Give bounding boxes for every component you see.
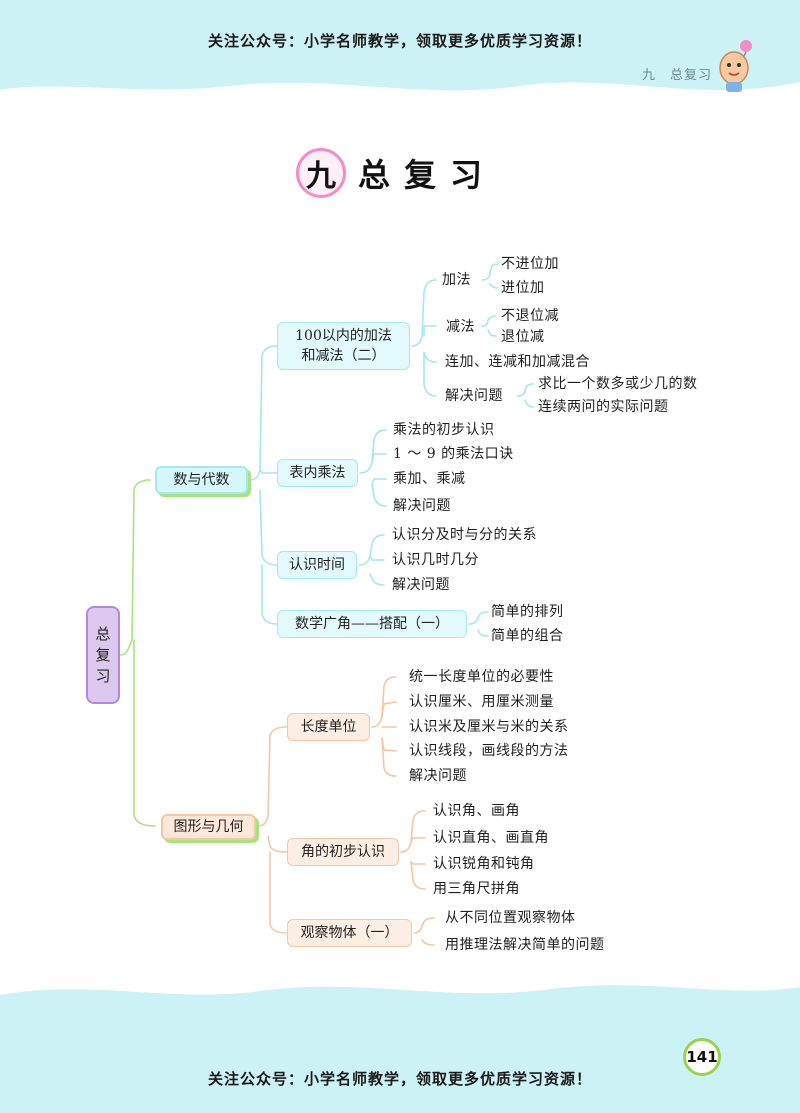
chapter-title: 总复习 [358, 156, 497, 194]
leaf-time-item: 认识几时几分 [392, 552, 479, 568]
leaf-multiplication-item: 乘法的初步认识 [393, 422, 495, 438]
footer-band [0, 985, 800, 1113]
root-char-3: 习 [95, 666, 111, 685]
leaf-angles-item: 认识直角、画直角 [433, 830, 549, 846]
leaf-angles-item: 用三角尺拼角 [433, 881, 520, 897]
page-number: 141 [683, 1038, 721, 1076]
topic-length-units: 长度单位 [287, 713, 370, 741]
branch-geometry: 图形与几何 [161, 814, 256, 840]
leaf-multiplication-item: 1 ～ 9 的乘法口诀 [393, 446, 514, 462]
leaf-length-item: 认识线段，画线段的方法 [409, 743, 569, 759]
leaf-angles-item: 认识锐角和钝角 [433, 856, 535, 872]
page-title: 九 总复习 [296, 148, 496, 198]
leaf-guangjiao-item: 简单的排列 [491, 604, 564, 620]
header-notice: 关注公众号：小学名师教学，领取更多优质学习资源！ [207, 32, 592, 50]
mindmap-root-node: 总 复 习 [86, 606, 120, 704]
leaf-time-item: 解决问题 [392, 577, 450, 593]
leaf-length-item: 认识厘米、用厘米测量 [409, 694, 554, 710]
leaf-angles-item: 认识角、画角 [433, 803, 520, 819]
leaf-subtraction-item: 退位减 [501, 329, 545, 345]
topic-math-guangjiao: 数学广角——搭配（一） [277, 610, 467, 638]
leaf-addition: 加法 [442, 272, 471, 288]
leaf-length-item: 统一长度单位的必要性 [409, 669, 554, 685]
root-char-2: 复 [95, 645, 111, 664]
chapter-tag: 九 总复习 [642, 68, 713, 83]
leaf-length-item: 解决问题 [409, 768, 467, 784]
leaf-problems: 解决问题 [445, 388, 503, 404]
leaf-length-item: 认识米及厘米与米的关系 [409, 719, 569, 735]
leaf-multiplication-item: 乘加、乘减 [393, 471, 466, 487]
leaf-subtraction-item: 不退位减 [501, 308, 559, 324]
leaf-time-item: 认识分及时与分的关系 [392, 527, 537, 543]
branch-number-algebra: 数与代数 [155, 466, 248, 494]
leaf-addition-item: 不进位加 [501, 256, 559, 272]
leaf-observe-item: 从不同位置观察物体 [445, 910, 576, 926]
topic-angles: 角的初步认识 [287, 838, 399, 866]
topic-multiplication: 表内乘法 [277, 459, 358, 487]
leaf-multiplication-item: 解决问题 [393, 498, 451, 514]
header-band [0, 0, 800, 91]
footer-notice: 关注公众号：小学名师教学，领取更多优质学习资源！ [207, 1070, 592, 1088]
topic-add-sub-line-2: 和减法（二） [301, 348, 386, 364]
leaf-mixed: 连加、连减和加减混合 [445, 354, 590, 370]
topic-observe-objects: 观察物体（一） [287, 919, 412, 947]
leaf-guangjiao-item: 简单的组合 [491, 628, 564, 644]
leaf-problems-item: 求比一个数多或少几的数 [538, 376, 698, 392]
topic-add-sub-100: 100以内的加法 和减法（二） [277, 322, 410, 370]
leaf-subtraction: 减法 [446, 319, 475, 335]
topic-time: 认识时间 [277, 551, 357, 579]
chapter-number-badge: 九 [296, 148, 346, 198]
leaf-observe-item: 用推理法解决简单的问题 [445, 937, 605, 953]
leaf-addition-item: 进位加 [501, 280, 545, 296]
topic-add-sub-line-1: 100以内的加法 [295, 328, 392, 344]
root-char-1: 总 [95, 624, 111, 643]
leaf-problems-item: 连续两问的实际问题 [538, 399, 669, 415]
mascot-illustration [719, 40, 752, 92]
